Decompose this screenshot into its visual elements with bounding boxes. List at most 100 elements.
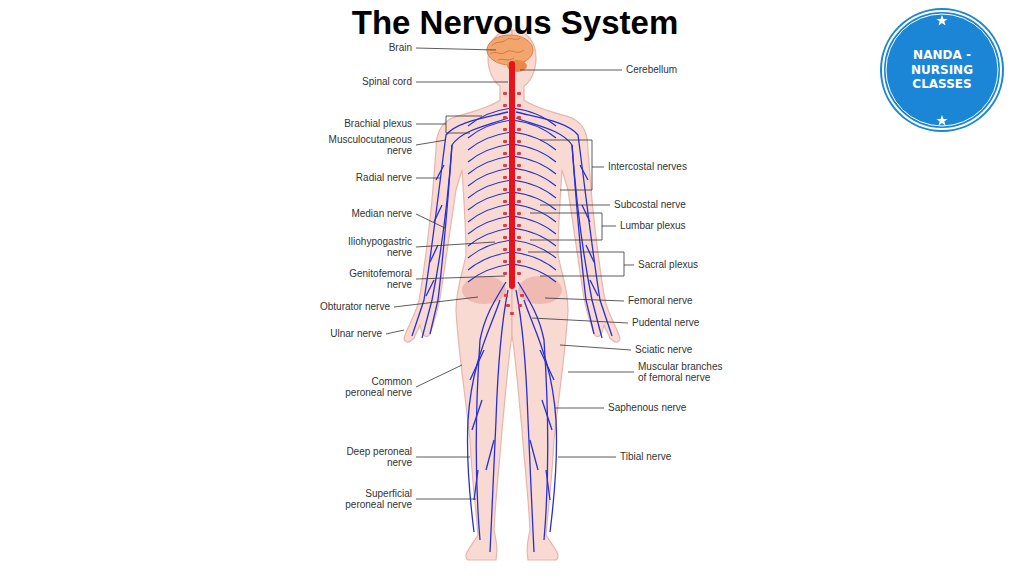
intercostal-nerve (512, 108, 556, 126)
leader-line (416, 499, 476, 500)
ganglion (517, 224, 521, 227)
leader-line (416, 214, 445, 228)
ganglion (517, 260, 521, 263)
nerve-label: Subcostal nerve (614, 199, 686, 211)
ganglion (503, 212, 507, 215)
nerve-label: Genitofemoral nerve (340, 268, 412, 291)
logo-ring (883, 11, 1001, 129)
intercostal-nerve (468, 204, 512, 222)
nerve-label: Iliohypogastric nerve (337, 236, 412, 259)
ganglion (517, 212, 521, 215)
page-title: The Nervous System (352, 4, 678, 42)
body-mirror (512, 30, 620, 560)
intercostal-nerve (468, 192, 512, 210)
ganglion (506, 304, 510, 307)
ganglion (517, 104, 521, 107)
intercostal-nerve (512, 192, 556, 210)
leader-line (416, 365, 462, 387)
leader-line (540, 205, 610, 206)
nerve-label: Sciatic nerve (635, 344, 692, 356)
logo-star (937, 115, 948, 125)
nerve-label: Brain (389, 42, 412, 54)
ganglion (517, 152, 521, 155)
nerve (470, 350, 494, 500)
nerve-label: Ulnar nerve (330, 328, 382, 340)
leader-line (416, 82, 508, 83)
nerve-label: Tibial nerve (620, 451, 671, 463)
ganglion (503, 248, 507, 251)
nerve-label: Musculocutaneous nerve (317, 134, 412, 157)
logo-text: NANDA - NURSING CLASSES (899, 48, 985, 91)
nerve (426, 165, 444, 296)
nerve (422, 118, 508, 338)
ganglion (517, 236, 521, 239)
intercostal-nerve (468, 156, 512, 174)
nerve (490, 290, 508, 552)
nerve-label: Brachial plexus (344, 118, 412, 130)
body-half (404, 30, 512, 560)
intercostal-nerve (468, 108, 512, 126)
leader-line (416, 140, 446, 145)
nerve-label: Superficial peroneal nerve (332, 488, 412, 511)
ganglion (517, 272, 521, 275)
ganglia (503, 92, 524, 315)
nerve-label: Spinal cord (362, 76, 412, 88)
ganglion (503, 164, 507, 167)
nerve-label: Intercostal nerves (608, 161, 687, 173)
body-silhouette (404, 30, 512, 560)
nerve-group (412, 112, 508, 552)
intercostal-nerve (512, 180, 556, 198)
intercostal-nerve (468, 120, 512, 138)
spinal-cord (509, 64, 515, 286)
nerve-label: Radial nerve (356, 172, 412, 184)
body-half (512, 30, 620, 560)
ganglion (503, 116, 507, 119)
nerve-label: Sacral plexus (638, 259, 698, 271)
ganglion (517, 116, 521, 119)
ganglion (517, 188, 521, 191)
intercostal-nerve (468, 216, 512, 234)
nerve-label: Lumbar plexus (620, 220, 686, 232)
intercostal-nerve (468, 132, 512, 150)
ganglion (517, 164, 521, 167)
logo-badge: NANDA - NURSING CLASSES (880, 8, 1004, 132)
intercostal-nerve (512, 156, 556, 174)
ganglion (504, 294, 508, 297)
intercostal-nerve (512, 120, 556, 138)
leader-line (416, 457, 470, 458)
leader-line (568, 372, 634, 373)
brain-folds (490, 38, 524, 60)
nerve-label: Cerebellum (626, 64, 677, 76)
nerve (467, 300, 500, 532)
ganglion (503, 200, 507, 203)
intercostal-nerve (512, 144, 556, 162)
nerve (476, 282, 506, 540)
leader-line (416, 276, 505, 279)
intercostal-nerve (468, 168, 512, 186)
leader-line (416, 178, 440, 179)
leader-bracket (416, 116, 482, 133)
ganglion (503, 236, 507, 239)
leader-line (545, 298, 624, 301)
leader-line (416, 242, 495, 247)
leader-line (394, 297, 478, 307)
ganglion (520, 294, 524, 297)
leader-line (560, 345, 631, 350)
ganglion (517, 200, 521, 203)
logo-star (937, 15, 948, 25)
leader-bracket (540, 140, 604, 190)
intercostal-nerve (512, 240, 556, 258)
intercostal-nerve (468, 252, 512, 270)
intercostal-nerve (512, 264, 556, 282)
intercostal-nerve (512, 168, 556, 186)
ganglion (510, 312, 514, 315)
nerve-label: Deep peroneal nerve (342, 446, 412, 469)
leader-line (386, 330, 404, 334)
nerve-label: Femoral nerve (628, 295, 692, 307)
intercostal-nerve (512, 216, 556, 234)
intercostal-nerve (468, 264, 512, 282)
ganglion (503, 152, 507, 155)
ganglion (503, 176, 507, 179)
